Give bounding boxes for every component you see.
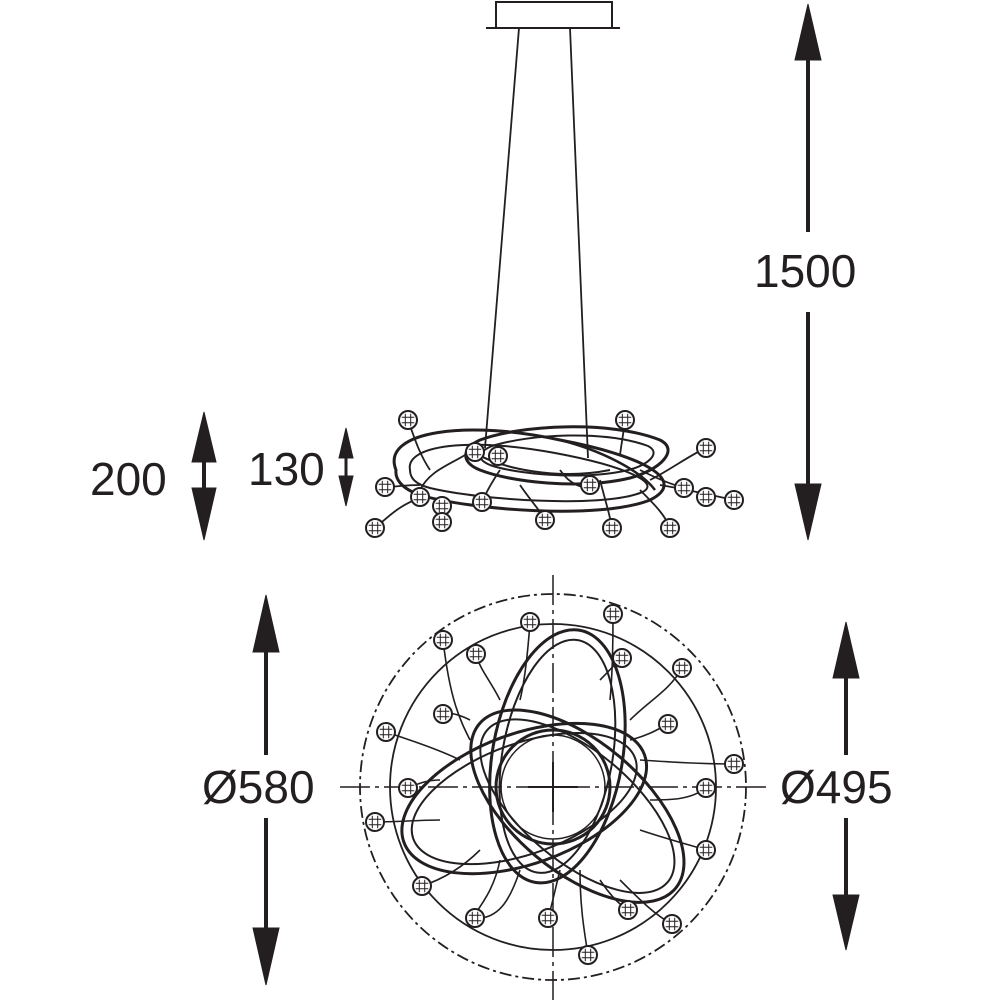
crystal-ball (465, 908, 485, 928)
crystal-ball (433, 704, 453, 724)
ring-height-label: 130 (248, 443, 325, 495)
side-view-crystal-balls (365, 410, 744, 538)
outer-diameter-label: Ø580 (202, 761, 315, 813)
crystal-ball (535, 510, 555, 530)
crystal-ball (615, 410, 635, 430)
crystal-ball (724, 754, 744, 774)
crystal-ball (672, 658, 692, 678)
ring-diameter-label: Ø495 (780, 761, 893, 813)
crystal-ball (696, 840, 716, 860)
crystal-ball (538, 908, 558, 928)
top-view (340, 575, 768, 1000)
crystal-ball (603, 604, 623, 624)
crystal-ball (674, 478, 694, 498)
crystal-ball (376, 722, 396, 742)
crystal-ball (612, 648, 632, 668)
crystal-ball (472, 492, 492, 512)
crystal-ball (375, 477, 395, 497)
crystal-ball (365, 812, 385, 832)
crystal-ball (696, 778, 716, 798)
suspension-cable (569, 27, 589, 459)
total-height-arrow (191, 411, 217, 541)
crystal-ball (696, 438, 716, 458)
crystal-ball (618, 900, 638, 920)
crystal-ball (580, 475, 600, 495)
crystal-ball (432, 512, 452, 532)
crystal-ball (488, 446, 508, 466)
crystal-ball (660, 518, 680, 538)
crystal-ball (465, 442, 485, 462)
center-cross (528, 762, 578, 812)
crystal-ball (520, 612, 540, 632)
side-view (374, 1, 735, 529)
side-ring-body (392, 425, 670, 513)
top-view-rings (400, 628, 686, 904)
suspension-length-label: 1500 (754, 245, 857, 297)
top-view-crystal-balls (365, 604, 744, 965)
crystal-ball (578, 945, 598, 965)
total-height-label: 200 (90, 453, 167, 505)
crystal-ball (365, 518, 385, 538)
dimension-arrows (191, 3, 860, 986)
crystal-ball (412, 876, 432, 896)
crystal-ball (398, 410, 418, 430)
ring-diameter-arrow (832, 621, 860, 951)
crystal-ball (466, 644, 486, 664)
suspension-length-arrow (794, 3, 822, 541)
crystal-ball (398, 778, 418, 798)
outer-diameter-arrow (252, 594, 280, 986)
crystal-ball (724, 490, 744, 510)
crystal-ball (696, 487, 716, 507)
center-canopy (494, 728, 612, 846)
suspension-cable (484, 27, 520, 449)
ring-height-arrow (338, 427, 354, 507)
ceiling-canopy (495, 1, 613, 29)
crystal-ball (658, 714, 678, 734)
crystal-ball (433, 630, 453, 650)
crystal-ball (662, 914, 682, 934)
crystal-ball (410, 487, 430, 507)
crystal-ball (602, 518, 622, 538)
